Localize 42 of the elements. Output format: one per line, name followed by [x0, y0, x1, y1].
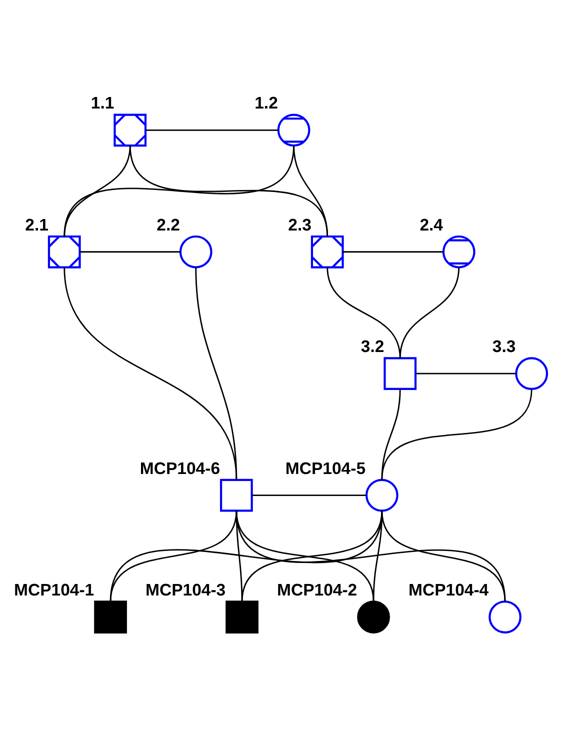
node-label: MCP104-5 — [285, 458, 366, 478]
connector — [110, 510, 238, 602]
connector — [416, 372, 516, 374]
node-circle — [365, 478, 398, 512]
node-box — [384, 357, 417, 390]
node-circle — [179, 235, 212, 268]
connector — [236, 510, 506, 602]
node-label: 1.2 — [254, 94, 278, 113]
node-label: MCP104-2 — [277, 580, 358, 600]
node-circle — [442, 235, 476, 268]
connector — [381, 388, 532, 480]
node-label: 2.4 — [420, 215, 444, 234]
connector — [252, 494, 366, 496]
node-label: 3.2 — [360, 337, 384, 356]
node-label: MCP104-6 — [140, 458, 220, 478]
node-label: 2.2 — [156, 215, 180, 234]
connector — [399, 267, 460, 358]
node-box — [226, 600, 258, 634]
node-circle — [357, 600, 390, 634]
connector — [381, 388, 401, 480]
node-label: MCP104-4 — [408, 580, 489, 600]
node-circle — [515, 357, 548, 390]
node-box — [220, 478, 253, 512]
connector — [129, 145, 328, 237]
node-label: 3.3 — [492, 337, 516, 356]
connector — [195, 267, 238, 480]
connector — [80, 251, 180, 253]
node-label: 2.1 — [25, 215, 48, 234]
connector — [293, 146, 328, 237]
connector — [342, 251, 444, 253]
node-label: 2.3 — [288, 215, 312, 234]
connector — [64, 267, 238, 480]
node-label: MCP104-1 — [14, 580, 94, 600]
connector — [372, 510, 383, 602]
connector — [110, 510, 383, 602]
node-circle — [488, 600, 522, 634]
node-label: 1.1 — [90, 94, 114, 113]
node-label: MCP104-3 — [146, 580, 226, 600]
connector — [146, 129, 278, 131]
node-circle — [277, 114, 310, 147]
node-box — [94, 600, 127, 634]
connector — [381, 510, 506, 602]
